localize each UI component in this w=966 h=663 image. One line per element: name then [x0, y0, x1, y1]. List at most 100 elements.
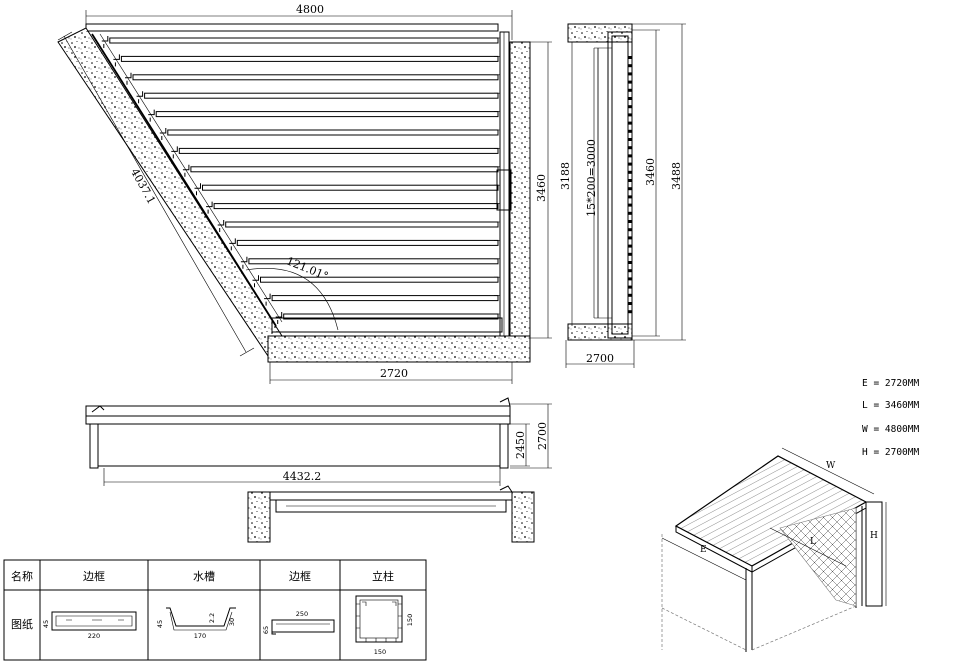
side-tick — [628, 113, 632, 117]
slat-end-cap — [494, 240, 501, 247]
side-louver-ticks — [628, 56, 632, 314]
slat-end-cap — [494, 313, 501, 320]
louver-slat — [225, 221, 499, 228]
slat-end-cap — [494, 184, 501, 192]
louver-slat — [213, 203, 499, 210]
slat-bracket — [275, 312, 283, 324]
slat-bracket — [113, 54, 120, 67]
side-tick — [628, 261, 632, 264]
section-view — [247, 485, 535, 543]
side-tick — [628, 195, 632, 199]
louver-slat — [120, 55, 499, 62]
slat-end-cap — [494, 37, 501, 44]
slat-end-cap — [494, 56, 501, 63]
slat-bracket — [125, 72, 132, 85]
side-tick — [628, 97, 632, 100]
side-tick — [628, 302, 632, 305]
louver-slat — [202, 184, 499, 191]
dim-front-length: 4432.2 — [283, 470, 322, 483]
profile2-height: 45 — [156, 620, 164, 628]
spec-e: E = 2720MM — [862, 378, 919, 389]
dim-front-inner-height: 2450 — [514, 431, 527, 459]
profile3-width: 250 — [296, 610, 308, 618]
dim-side-inner: 15*200=3000 — [585, 139, 598, 217]
profile4-height: 150 — [406, 614, 414, 626]
louver-slat — [155, 111, 499, 118]
right-frame-beam — [499, 31, 510, 337]
slat-bracket — [217, 220, 225, 232]
side-tick — [628, 80, 632, 84]
louver-slat — [167, 129, 499, 136]
profile1-height: 45 — [42, 620, 50, 628]
slat-bracket — [182, 164, 190, 177]
slat-bracket — [229, 238, 236, 251]
louver-slat — [236, 239, 499, 246]
slat-end-cap — [494, 166, 501, 173]
diagonal-wall — [57, 27, 283, 357]
table-header-name: 名称 — [11, 569, 33, 583]
louver-slat — [260, 276, 499, 283]
table-col-4: 立柱 — [372, 569, 394, 583]
slat-bracket — [240, 256, 248, 269]
side-tick — [628, 244, 632, 248]
slat-bracket — [159, 128, 167, 140]
top-frame-rail — [85, 23, 499, 32]
front-elevation: 4432.2 2450 2700 — [85, 397, 552, 486]
bottom-frame — [271, 317, 503, 333]
side-tick — [628, 56, 632, 59]
dim-top-width: 4800 — [85, 3, 513, 40]
side-tick — [628, 310, 632, 314]
slat-end-cap — [494, 74, 501, 81]
table-header-drawing: 图纸 — [11, 618, 33, 631]
profile-post: 150 150 — [355, 595, 414, 656]
side-tick — [628, 236, 632, 240]
slat-end-cap — [494, 129, 501, 136]
spec-l: L = 3460MM — [862, 400, 919, 411]
profile1-width: 220 — [88, 632, 100, 640]
dim-top-width-label: 4800 — [296, 3, 324, 16]
side-tick — [628, 252, 632, 256]
table-col-3: 边框 — [289, 570, 311, 583]
slat-bracket — [206, 201, 213, 214]
iso-label-h: H — [870, 531, 878, 541]
slat-bracket — [136, 91, 144, 104]
louver-slat — [271, 295, 499, 302]
side-tick — [628, 170, 632, 174]
slat-end-cap — [494, 203, 501, 210]
side-tick — [628, 138, 632, 141]
louver-slats — [101, 36, 501, 324]
slat-bracket — [264, 293, 271, 306]
iso-label-l: L — [810, 537, 816, 547]
spec-w: W = 4800MM — [862, 424, 919, 435]
profile3-height: 65 — [262, 626, 270, 634]
profile-frame-2: 250 65 — [262, 610, 335, 635]
louver-slat — [248, 258, 499, 265]
dim-bottom-width: 2720 — [269, 362, 513, 384]
louver-slat — [190, 166, 499, 173]
louver-slat — [178, 147, 499, 154]
louver-slat — [283, 313, 499, 320]
side-tick — [628, 277, 632, 281]
side-tick — [628, 228, 632, 232]
dim-side-3460: 3460 — [644, 158, 657, 186]
slat-end-cap — [494, 295, 501, 302]
profile2-b: 30 — [228, 618, 236, 626]
slat-bracket — [101, 36, 109, 48]
profile2-width: 170 — [194, 632, 206, 640]
spec-list: E = 2720MM L = 3460MM W = 4800MM H = 270… — [862, 378, 919, 458]
profile-frame-1: 45 220 — [42, 611, 137, 640]
spec-h: H = 2700MM — [862, 447, 919, 458]
louver-slat — [144, 92, 499, 99]
slat-end-cap — [494, 92, 501, 100]
dim-plan-height-label: 3460 — [535, 174, 548, 202]
slat-bracket — [148, 109, 155, 122]
plan-view: 4800 4037.1 121.01° — [57, 3, 552, 384]
slat-bracket — [252, 275, 259, 288]
louver-slat — [132, 74, 499, 81]
side-tick — [628, 72, 632, 76]
slat-end-cap — [494, 258, 501, 265]
slat-bracket — [171, 146, 178, 159]
dim-side-3488: 3488 — [670, 162, 683, 190]
side-tick — [628, 293, 632, 297]
